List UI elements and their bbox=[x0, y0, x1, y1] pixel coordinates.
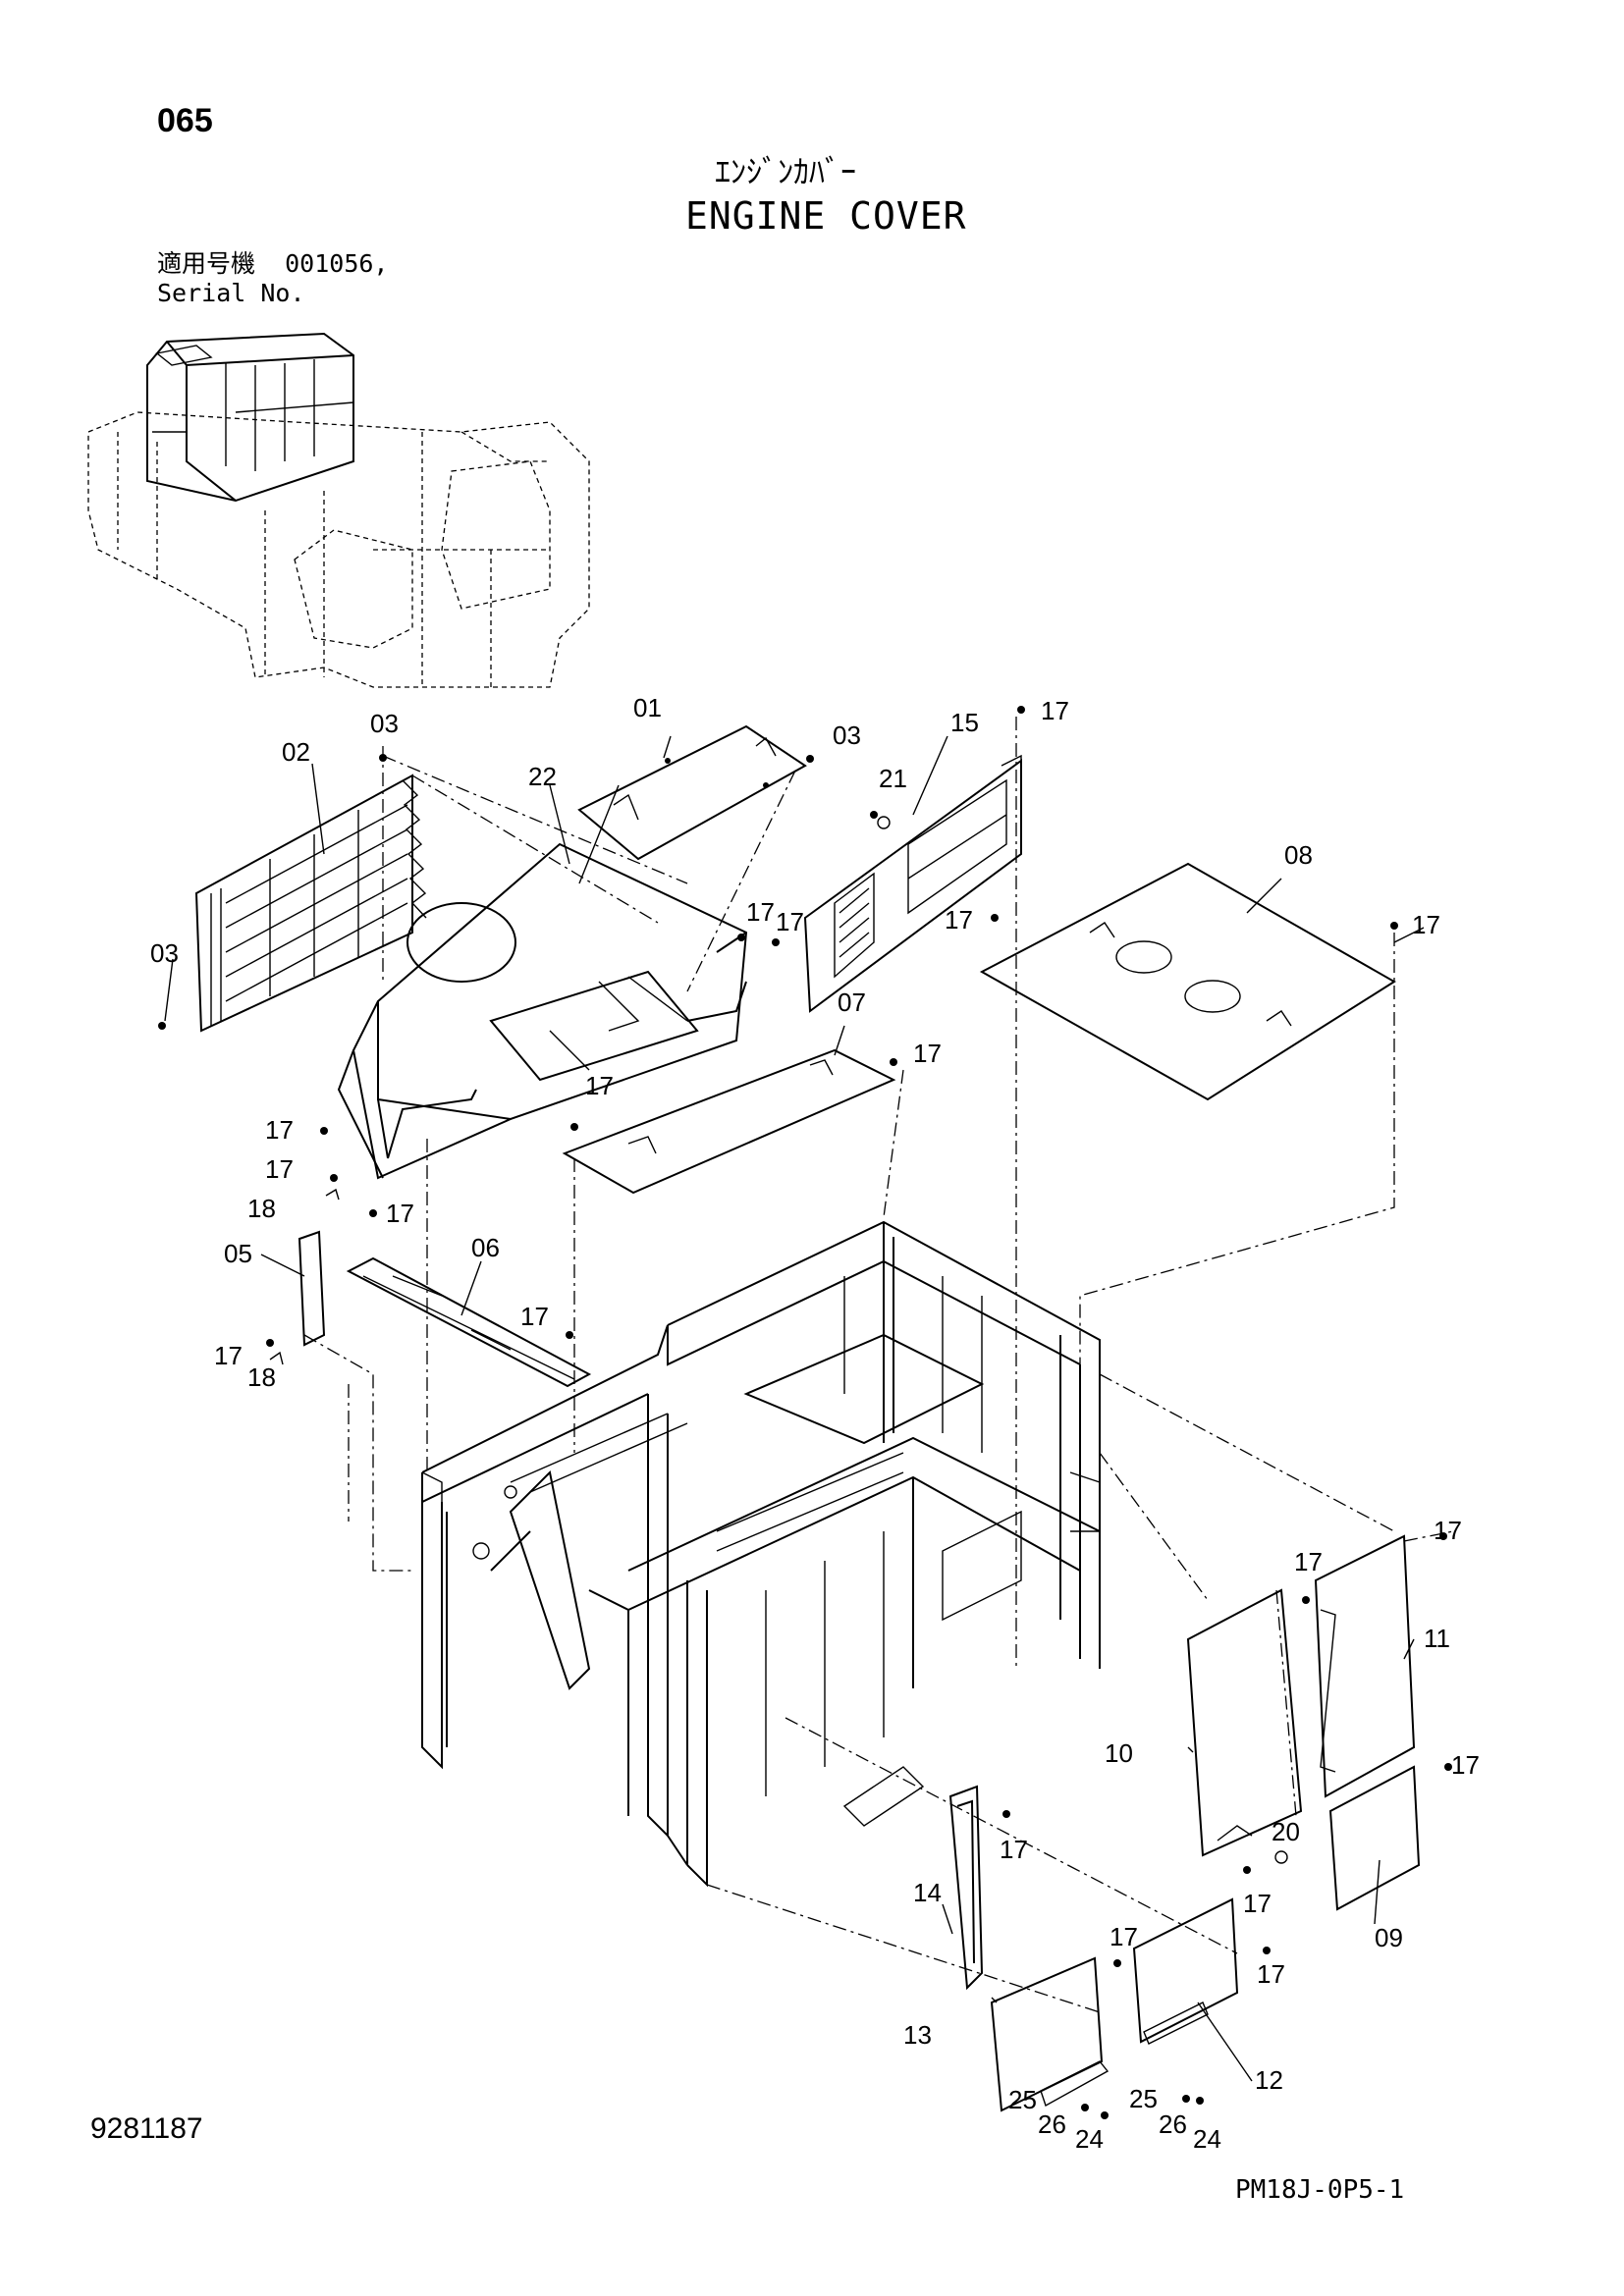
callout-label: 17 bbox=[214, 1341, 243, 1370]
callout-label: 17 bbox=[265, 1154, 294, 1184]
fasteners bbox=[158, 706, 1452, 2119]
callout-label: 02 bbox=[282, 737, 310, 767]
part-plate-08 bbox=[979, 862, 1396, 1101]
serial-label-ja: 適用号機 bbox=[157, 249, 256, 278]
callout-label: 17 bbox=[1434, 1516, 1462, 1545]
callout-label: 17 bbox=[1257, 1959, 1285, 1989]
page-number: 065 bbox=[157, 102, 213, 139]
callout-label: 14 bbox=[913, 1878, 942, 1907]
callout-label: 03 bbox=[833, 721, 861, 750]
part-side-panel-15 bbox=[803, 754, 1022, 1013]
callout-label: 03 bbox=[370, 709, 399, 738]
callout-label: 26 bbox=[1038, 2109, 1066, 2139]
callout-label: 07 bbox=[838, 988, 866, 1017]
callout-label: 05 bbox=[224, 1239, 252, 1268]
part-plate-07 bbox=[562, 1048, 896, 1195]
callout-label: 17 bbox=[746, 897, 775, 927]
callout-label: 12 bbox=[1255, 2065, 1283, 2095]
location-inset bbox=[87, 332, 590, 688]
callout-label: 17 bbox=[265, 1115, 294, 1145]
callout-label: 09 bbox=[1375, 1923, 1403, 1952]
callout-label: 25 bbox=[1129, 2084, 1158, 2113]
title-japanese: ｴﾝｼﾞﾝｶﾊﾞｰ bbox=[715, 153, 857, 190]
title-english: ENGINE COVER bbox=[685, 194, 967, 238]
callout-label: 01 bbox=[633, 693, 662, 722]
sheet-id: PM18J-0P5-1 bbox=[1235, 2175, 1405, 2205]
callout-label: 17 bbox=[1110, 1922, 1138, 1951]
callout-label: 17 bbox=[1451, 1750, 1480, 1780]
callout-label: 17 bbox=[1243, 1889, 1272, 1918]
part-panel-09 bbox=[1328, 1765, 1421, 1911]
callout-label: 21 bbox=[879, 764, 907, 793]
part-top-plate-01 bbox=[577, 724, 807, 861]
callout-label: 22 bbox=[528, 762, 557, 791]
serial-block: 適用号機 001056, Serial No. bbox=[157, 249, 388, 308]
serial-label-en: Serial No. bbox=[157, 279, 305, 307]
callout-label: 13 bbox=[903, 2020, 932, 2050]
serial-value: 001056, bbox=[285, 249, 389, 278]
callout-label: 17 bbox=[520, 1302, 549, 1331]
callout-label: 17 bbox=[1041, 696, 1069, 725]
callout-labels: 01 02 03 03 03 05 06 07 08 09 10 11 12 1… bbox=[150, 693, 1480, 2154]
callout-label: 18 bbox=[247, 1362, 276, 1392]
part-grille-02 bbox=[194, 774, 427, 1033]
leader-lines bbox=[164, 735, 1425, 2082]
part-strip-06 bbox=[346, 1256, 592, 1388]
callout-label: 17 bbox=[913, 1039, 942, 1068]
callout-label: 17 bbox=[585, 1071, 614, 1100]
callout-label: 15 bbox=[950, 708, 979, 737]
document-number: 9281187 bbox=[90, 2112, 203, 2145]
callout-label: 11 bbox=[1424, 1624, 1450, 1653]
callout-label: 17 bbox=[386, 1199, 414, 1228]
callout-label: 10 bbox=[1105, 1738, 1133, 1768]
part-panel-11 bbox=[1314, 1534, 1416, 1798]
callout-label: 24 bbox=[1193, 2124, 1221, 2154]
callout-label: 25 bbox=[1008, 2085, 1037, 2114]
part-bracket-05 bbox=[298, 1230, 326, 1347]
callout-label: 24 bbox=[1075, 2124, 1104, 2154]
callout-label: 17 bbox=[945, 905, 973, 934]
part-bracket-14 bbox=[948, 1785, 984, 1991]
callout-label: 06 bbox=[471, 1233, 500, 1262]
callout-label: 17 bbox=[1412, 910, 1440, 939]
callout-label: 08 bbox=[1284, 840, 1313, 870]
callout-label: 17 bbox=[776, 907, 804, 936]
part-plate-12 bbox=[1132, 1897, 1239, 2045]
callout-label: 17 bbox=[1294, 1547, 1323, 1576]
part-panel-10 bbox=[1186, 1588, 1303, 1857]
callout-label: 03 bbox=[150, 938, 179, 968]
callout-label: 17 bbox=[1000, 1835, 1028, 1864]
callout-label: 18 bbox=[247, 1194, 276, 1223]
part-hood-22 bbox=[337, 842, 748, 1180]
callout-label: 20 bbox=[1272, 1817, 1300, 1846]
part-plate-13 bbox=[990, 1956, 1110, 2112]
callout-label: 26 bbox=[1159, 2109, 1187, 2139]
serial-line: 適用号機 001056, bbox=[157, 249, 388, 279]
alignment-lines bbox=[303, 717, 1454, 2013]
